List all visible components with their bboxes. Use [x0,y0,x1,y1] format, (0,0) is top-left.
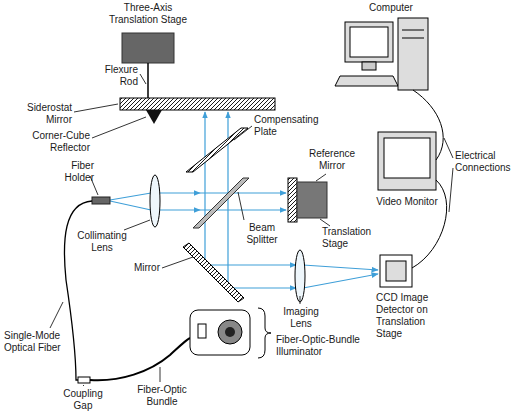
leader-line [449,168,453,212]
part-label: Compensating Plate [254,114,326,138]
computer-tower [398,18,428,90]
leader-line [316,174,326,181]
leader-line [238,192,244,220]
part-label: Corner-Cube Reflector [24,130,90,154]
part-label: Single-Mode Optical Fiber [4,330,66,354]
monitor-stand [362,62,376,70]
illuminator-lamp-center [225,327,235,337]
part-label: Translation Stage [322,226,384,250]
leader-line [74,104,118,112]
imaging-lens [295,250,305,302]
beam [110,193,151,200]
corner-cube-reflector [146,110,162,124]
light-beams [110,112,378,288]
siderostat-mirror [120,98,275,110]
beam [160,192,200,193]
beam [228,287,296,288]
part-label: Collimating Lens [68,230,136,254]
leader-line [162,257,193,268]
part-label: Mirror [120,262,160,274]
part-label: Siderostat Mirror [10,102,72,126]
part-label: Fiber-Optic-Bundle Illuminator [276,334,376,358]
fiber-optic-bundle [90,338,190,380]
beam [110,201,151,210]
leader-line [50,302,63,328]
electrical-cable [412,180,447,268]
part-label: Fiber-Optic Bundle [130,384,194,408]
keyboard [335,76,398,86]
beam [205,264,296,265]
beam-splitter [193,178,249,228]
ccd-detector [380,255,412,287]
flexure-rod [147,63,149,98]
beam [200,192,286,193]
part-label: Video Monitor [376,196,438,208]
compensating-plate [186,128,248,172]
coupling-gap [78,377,90,383]
computer-screen [350,27,388,57]
part-label: Reference Mirror [300,148,364,172]
beam [160,209,200,210]
fiber-holder [92,197,110,204]
part-label: Computer [356,2,426,14]
leader-line [92,117,146,138]
part-label: CCD Image Detector on Translation Stage [376,292,438,340]
computer-monitor [345,22,393,62]
drive-slot [402,38,424,39]
fold-mirror [183,243,244,302]
video-monitor [378,132,436,190]
ccd-sensor [386,261,406,281]
leader-line [234,126,252,140]
translation-stage [122,33,174,63]
leader-line [160,367,161,382]
drive-slot [402,30,424,31]
part-label: Flexure Rod [92,64,138,88]
illuminator-switch [198,324,206,338]
leader-line [300,296,301,304]
part-label: Beam Splitter [236,222,288,246]
illuminator-housing [190,310,250,355]
leader-line [124,220,150,230]
leader-line [320,219,330,226]
beam [303,265,378,270]
brace [258,308,271,358]
single-mode-fiber [64,201,92,380]
reference-mirror [288,178,297,222]
collimating-lens [150,175,160,227]
beam [204,112,205,265]
part-label: Fiber Holder [44,160,94,184]
illuminator-lamp [218,320,242,344]
leader-line [83,385,84,386]
leader-lines [50,74,453,386]
beam [303,274,378,288]
leader-line [140,74,146,84]
part-label: Electrical Connections [455,150,523,174]
part-label: Three-Axis Translation Stage [98,2,198,26]
part-label: Coupling Gap [58,388,108,412]
reference-translation-stage [297,182,327,218]
video-screen [384,138,430,178]
leader-line [444,138,453,158]
part-label: Imaging Lens [276,306,326,330]
electrical-cable [413,90,443,160]
